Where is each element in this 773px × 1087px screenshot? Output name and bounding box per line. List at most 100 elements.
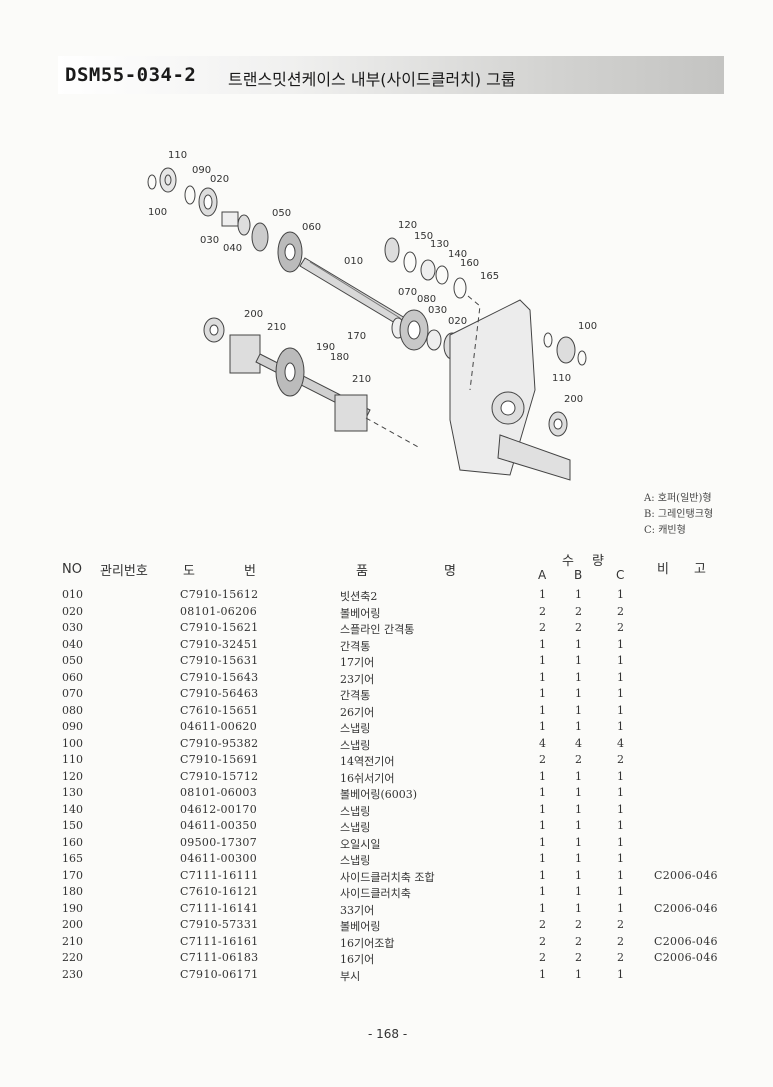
exploded-parts-diagram: 110 090 020 100 030 040 050 060 010 120 …: [147, 150, 597, 481]
legend-a: A: 호퍼(일반)형: [644, 493, 712, 504]
cell-part: C7910-15621: [180, 621, 259, 634]
cell-c: 2: [617, 621, 624, 634]
cell-no: 100: [62, 736, 83, 750]
cell-no: 230: [62, 967, 83, 981]
cell-no: 220: [62, 951, 83, 964]
cell-no: 210: [62, 934, 83, 948]
cell-part: 08101-06003: [180, 786, 258, 799]
document-code: DSM55-034-2: [65, 64, 197, 86]
cell-name: 33기어: [340, 903, 375, 917]
cell-part: C7910-95382: [180, 736, 259, 750]
callout-100: 100: [578, 321, 597, 332]
header-no: NO: [62, 562, 82, 577]
cell-b: 1: [575, 703, 582, 717]
cell-b: 1: [575, 852, 582, 865]
cell-name: 스플라인 간격통: [340, 623, 415, 636]
cell-name: 스냅링: [340, 804, 371, 818]
cell-remark: C2006-046: [654, 951, 718, 964]
callout-110: 110: [552, 373, 571, 384]
cell-name: 26기어: [340, 705, 375, 719]
cell-part: C7910-56463: [180, 687, 259, 700]
cell-remark: C2006-046: [654, 934, 718, 948]
callout-200: 200: [564, 394, 583, 405]
cell-c: 1: [617, 967, 624, 981]
callout-170: 170: [347, 331, 366, 342]
cell-remark: C2006-046: [654, 868, 718, 882]
callout-090: 090: [192, 165, 211, 176]
cell-part: C7910-15631: [180, 654, 259, 667]
cell-a: 1: [539, 637, 546, 651]
cell-name: 14역전기어: [340, 755, 395, 768]
cell-a: 1: [539, 687, 546, 700]
cell-b: 1: [575, 901, 582, 915]
cell-name: 볼베어링(6003): [340, 788, 418, 801]
cell-a: 1: [539, 720, 546, 733]
cell-b: 2: [575, 621, 582, 634]
title-bar: [58, 56, 724, 94]
callout-030: 030: [200, 235, 219, 246]
cell-c: 1: [617, 802, 624, 816]
callout-060: 060: [302, 222, 321, 233]
cell-name: 사이드클러치축: [340, 887, 411, 900]
cell-b: 1: [575, 967, 582, 981]
cell-part: C7610-16121: [180, 885, 259, 898]
cell-a: 1: [539, 786, 546, 799]
cell-c: 1: [617, 852, 624, 865]
cell-b: 1: [575, 885, 582, 898]
cell-no: 080: [62, 703, 83, 717]
cell-no: 140: [62, 802, 83, 816]
cell-name: 오일시일: [340, 837, 381, 851]
cell-name: 간격통: [340, 689, 371, 702]
cell-part: C7910-15712: [180, 769, 259, 783]
cell-name: 부시: [340, 969, 361, 983]
cell-c: 4: [617, 736, 624, 750]
cell-no: 130: [62, 786, 83, 799]
cell-c: 1: [617, 637, 624, 651]
cell-b: 2: [575, 951, 582, 964]
cell-remark: C2006-046: [654, 901, 718, 915]
callout-020: 020: [448, 316, 467, 327]
callout-200: 200: [244, 309, 263, 320]
cell-name: 17기어: [340, 656, 375, 669]
cell-c: 1: [617, 901, 624, 915]
legend-b: B: 그레인탱크형: [644, 509, 714, 520]
cell-c: 1: [617, 687, 624, 700]
cell-no: 110: [62, 753, 83, 766]
cell-a: 1: [539, 885, 546, 898]
cell-b: 4: [575, 736, 582, 750]
cell-a: 2: [539, 604, 546, 618]
cell-b: 1: [575, 637, 582, 651]
cell-name: 16기어조합: [340, 936, 395, 950]
callout-020: 020: [210, 174, 229, 185]
cell-b: 1: [575, 588, 582, 601]
callout-130: 130: [430, 239, 449, 250]
cell-c: 2: [617, 934, 624, 948]
cell-part: C7910-15643: [180, 670, 259, 684]
header-qty-1: 수: [562, 554, 574, 569]
cell-a: 1: [539, 670, 546, 684]
cell-name: 스냅링: [340, 738, 371, 752]
callout-140: 140: [448, 249, 467, 260]
cell-part: 08101-06206: [180, 604, 258, 618]
cell-name: 23기어: [340, 672, 375, 686]
model-legend: A: 호퍼(일반)형 B: 그레인탱크형 C: 캐빈형: [644, 491, 713, 539]
cell-a: 2: [539, 621, 546, 634]
header-remark-2: 고: [694, 562, 706, 577]
callout-165: 165: [480, 271, 499, 282]
cell-c: 1: [617, 868, 624, 882]
cell-a: 1: [539, 769, 546, 783]
cell-a: 2: [539, 951, 546, 964]
cell-a: 1: [539, 654, 546, 667]
callout-040: 040: [223, 243, 242, 254]
page-number: - 168 -: [368, 1027, 408, 1041]
